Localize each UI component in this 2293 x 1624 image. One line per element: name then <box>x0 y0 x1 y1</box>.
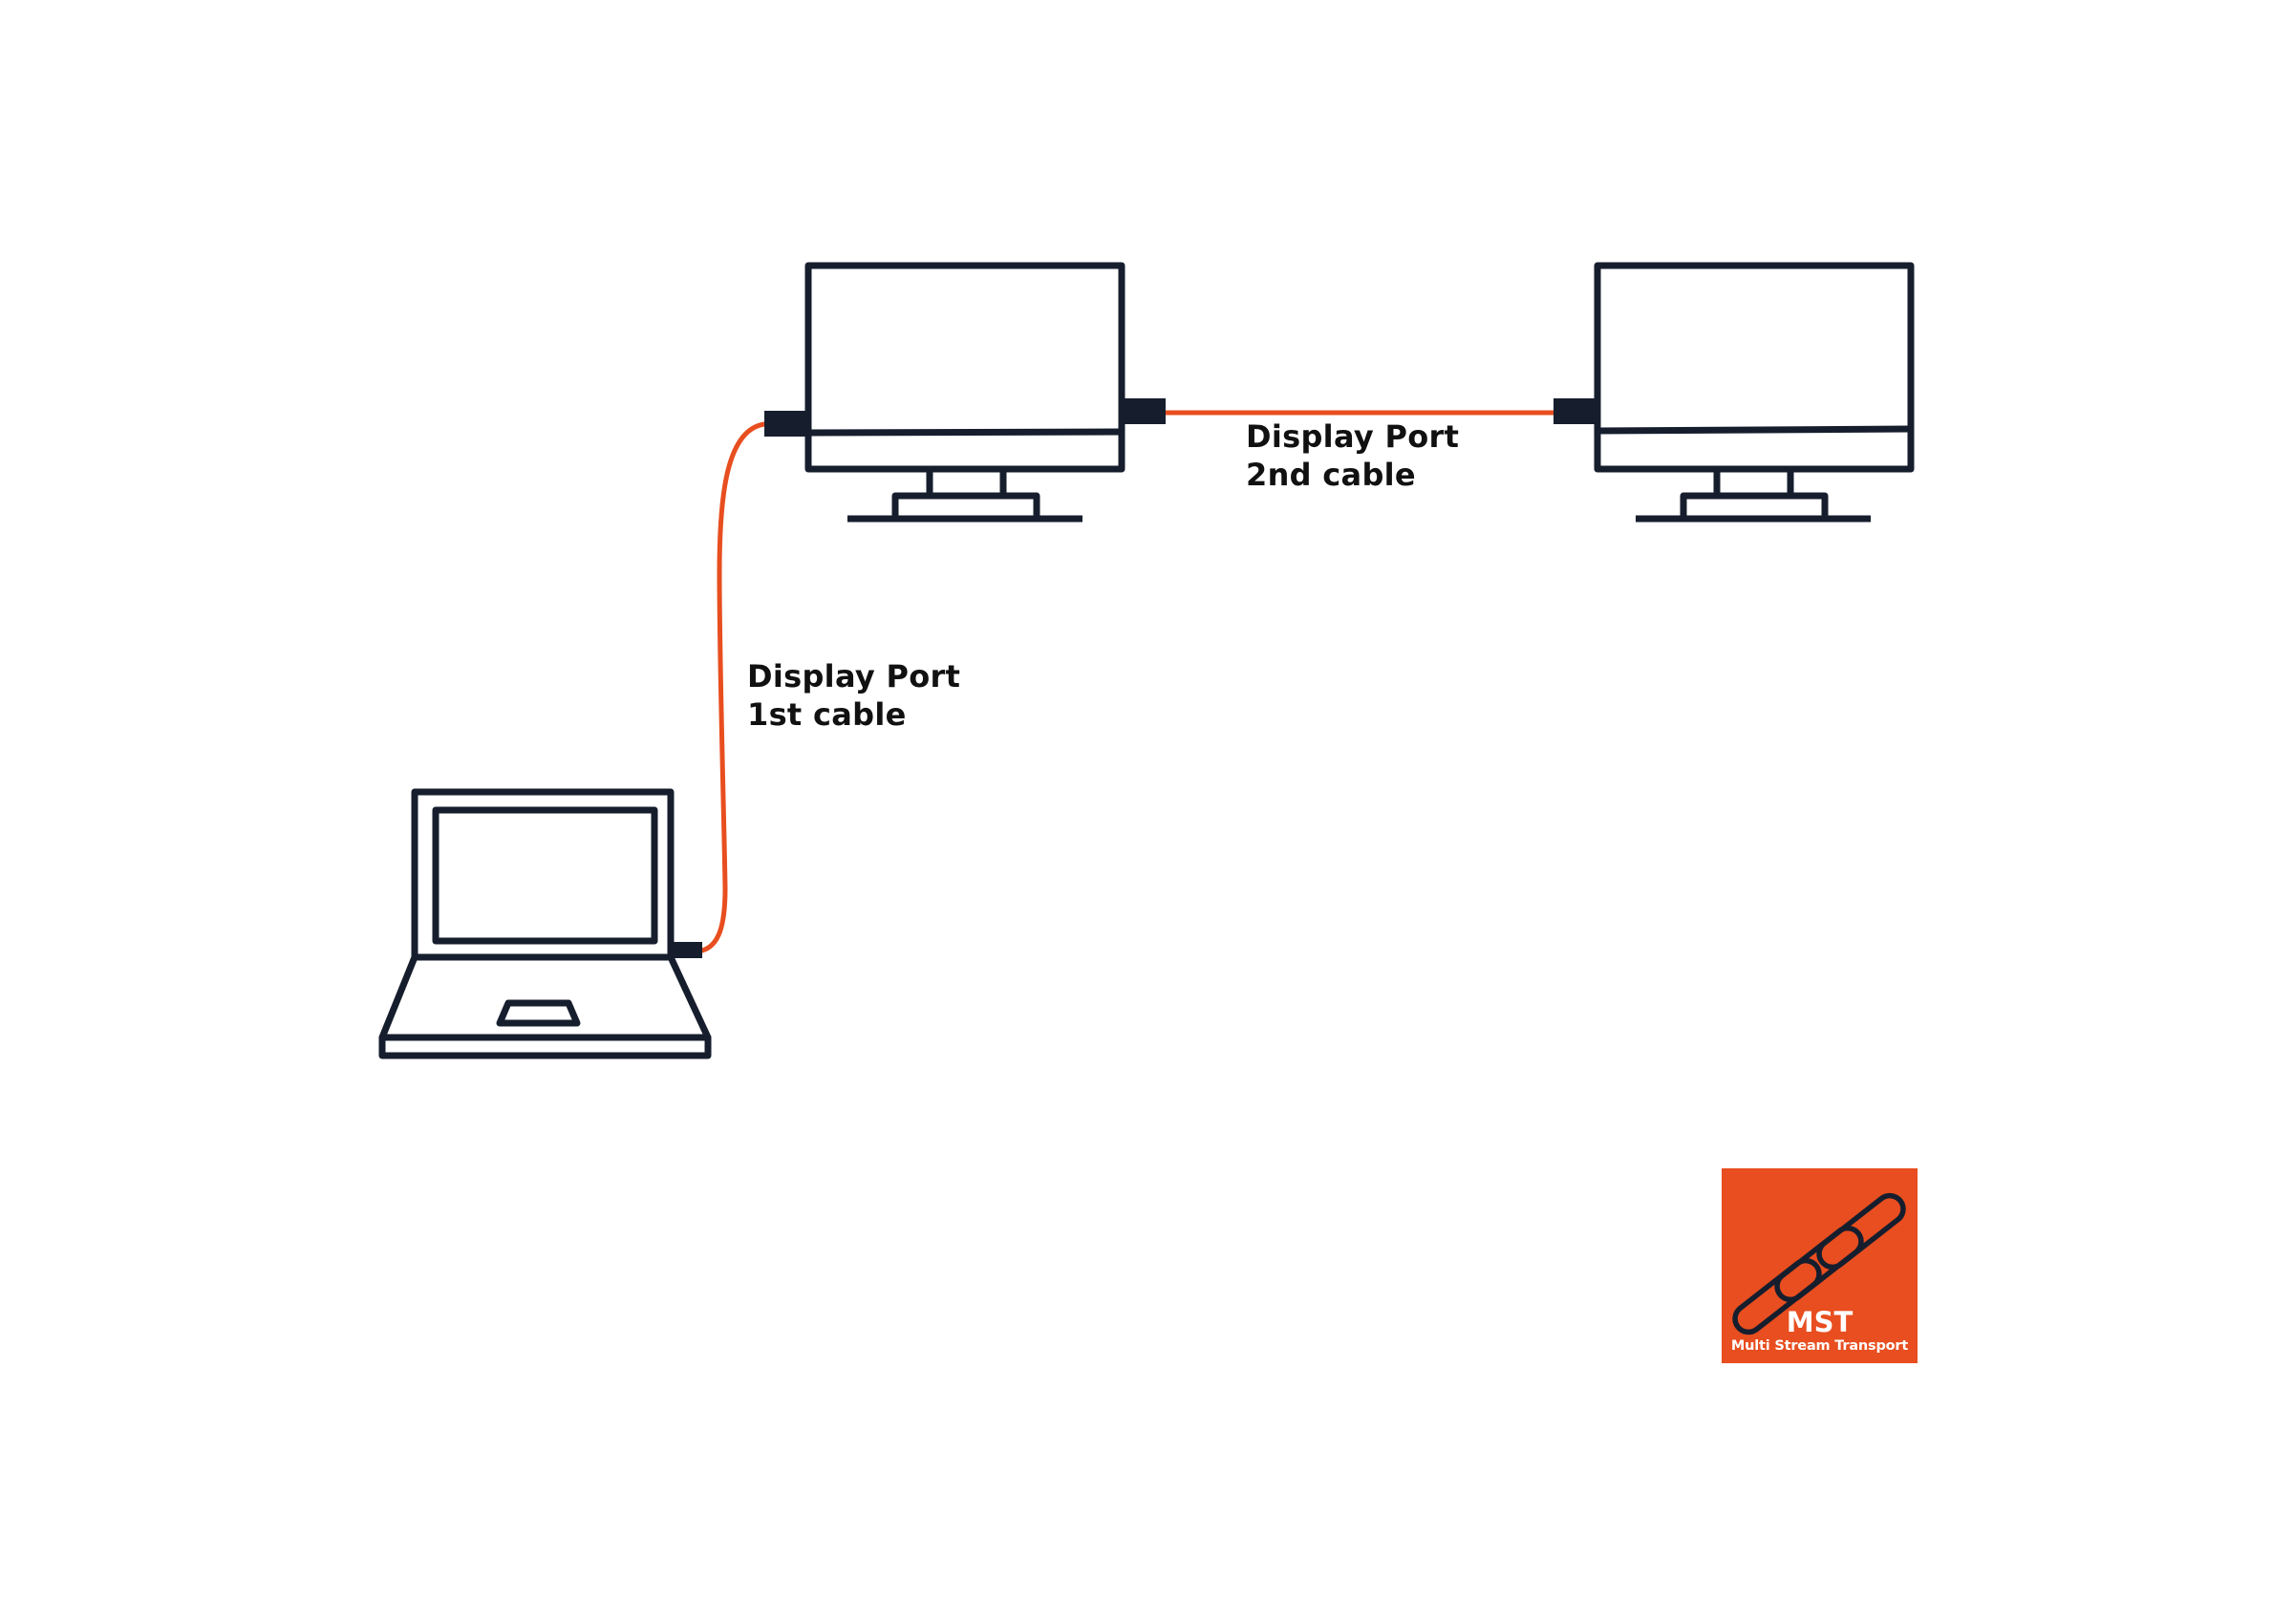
cable-2-label: Display Port 2nd cable <box>1246 417 1459 494</box>
laptop-lid <box>411 788 675 961</box>
monitor-2-stand <box>1680 492 1829 523</box>
cable-2-label-line-2: 2nd cable <box>1246 457 1416 493</box>
monitor-2-bezel-line <box>1597 425 1912 435</box>
laptop-base <box>378 1034 712 1059</box>
mst-subtitle: Multi Stream Transport <box>1730 1338 1909 1354</box>
monitor-1-bezel-line <box>807 428 1123 437</box>
monitor-1-output-connector <box>1122 398 1166 424</box>
mst-title: MST <box>1786 1306 1854 1338</box>
cable-1-label: Display Port 1st cable <box>747 657 960 734</box>
monitor-2-icon <box>1594 262 1915 523</box>
laptop-displayport-connector <box>673 942 702 958</box>
display-port-cable-1 <box>699 421 767 953</box>
laptop-icon <box>378 788 712 1059</box>
monitor-1-frame <box>804 262 1125 473</box>
chain-link-upper <box>1816 1192 1906 1271</box>
laptop-trackpad <box>496 999 581 1027</box>
mst-badge: MST Multi Stream Transport <box>1722 1168 1918 1363</box>
monitor-2-input-connector <box>1554 398 1597 424</box>
monitor-1-input-connector <box>764 411 808 437</box>
chain-link-middle <box>1774 1225 1864 1303</box>
cable-2-label-line-1: Display Port <box>1246 418 1460 455</box>
monitor-2-frame <box>1594 262 1915 473</box>
chain-link-icon <box>1732 1192 1906 1336</box>
monitor-1-icon <box>804 262 1125 523</box>
cable-1-label-line-1: Display Port <box>747 658 961 694</box>
monitor-1-stand <box>891 492 1040 523</box>
laptop-screen <box>432 806 658 945</box>
cable-1-label-line-2: 1st cable <box>747 696 907 733</box>
chain-link-lower <box>1732 1257 1822 1336</box>
